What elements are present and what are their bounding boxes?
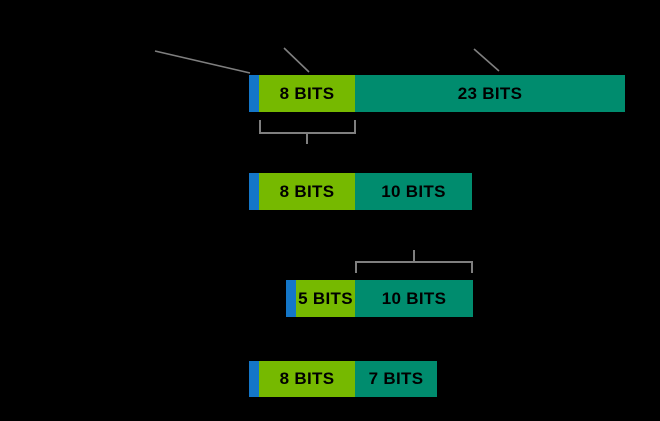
mantissa-bits-segment: 10 BITS	[355, 280, 473, 317]
exponent-bits-segment: 8 BITS	[259, 75, 355, 112]
callout-line	[283, 47, 310, 73]
segment-bit-count-label: 10 BITS	[381, 181, 446, 201]
segment-bit-count-label: 7 BITS	[368, 369, 424, 388]
exponent-bits-segment: 8 BITS	[259, 173, 355, 210]
segment-bit-count-label: 8 BITS	[279, 83, 335, 103]
sign-bits-segment	[249, 75, 259, 112]
brace-under-exponent	[259, 120, 356, 144]
callout-line	[473, 48, 500, 72]
segment-bit-count-label: 8 BITS	[279, 181, 335, 201]
callout-line	[154, 50, 251, 74]
brace-over-mantissa	[355, 250, 473, 273]
sign-bits-segment	[249, 361, 259, 397]
sign-bits-segment	[286, 280, 296, 317]
exponent-bits-segment: 5 BITS	[296, 280, 355, 317]
exponent-bits-segment: 8 BITS	[259, 361, 355, 397]
sign-bits-segment	[249, 173, 259, 210]
segment-bit-count-label: 5 BITS	[298, 288, 353, 308]
mantissa-bits-segment: 10 BITS	[355, 173, 472, 210]
mantissa-bits-segment: 23 BITS	[355, 75, 625, 112]
segment-bit-count-label: 10 BITS	[381, 288, 447, 308]
segment-bit-count-label: 8 BITS	[279, 369, 335, 388]
segment-bit-count-label: 23 BITS	[457, 83, 523, 103]
mantissa-bits-segment: 7 BITS	[355, 361, 437, 397]
